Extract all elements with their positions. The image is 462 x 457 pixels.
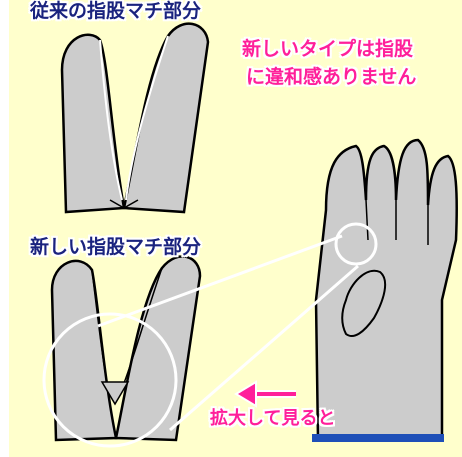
new-left-finger [50,259,118,442]
glove-illustration [312,138,458,442]
glove-thumb-patch [341,269,387,337]
old-gusset-seam [99,35,169,201]
arrow-head [234,380,257,408]
old-gusset-illustration [60,22,210,214]
glove-body [314,138,458,442]
new-gusset-insert [100,381,130,406]
new-right-finger [114,255,202,442]
new-gusset-illustration [50,255,202,442]
zoom-target-circle [42,312,178,448]
zoom-callout [42,222,378,448]
zoom-caption: 拡大して見ると [210,408,336,429]
new-gusset-seam [91,267,163,389]
glove-finger-seams [365,199,429,245]
old-right-finger [122,22,210,214]
new-type-text-line1: 新しいタイプは指股 [242,38,414,60]
new-type-text-line2: に違和感ありません [246,66,417,88]
zoom-source-circle [334,222,378,266]
old-gusset-title: 従来の指股マチ部分 [30,0,202,22]
old-left-finger [60,33,126,214]
old-gusset-crotch [109,199,139,209]
left-arrow [234,380,296,408]
zoom-line-upper [97,234,343,328]
new-gusset-title: 新しい指股マチ部分 [30,236,202,258]
left-border [0,0,9,457]
glove-cuff-band [312,434,444,442]
zoom-line-lower [169,264,359,432]
